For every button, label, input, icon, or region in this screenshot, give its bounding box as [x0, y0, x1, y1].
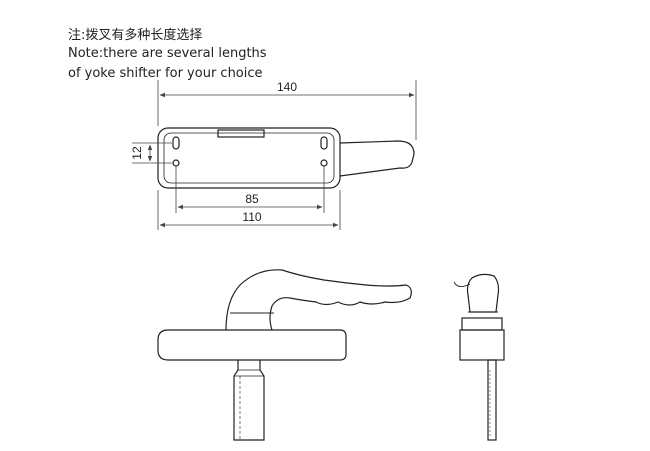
dimension-110	[157, 190, 341, 230]
top-view-base-plate	[157, 127, 341, 189]
note-english-line-2: of yoke shifter for your choice	[68, 66, 263, 81]
dimension-12	[132, 142, 172, 164]
dimension-label-140: 140	[277, 80, 297, 94]
end-view-base-upper	[461, 317, 503, 331]
end-view-shaft	[487, 359, 497, 441]
note-chinese: 注:拨叉有多种长度选择	[68, 28, 203, 43]
end-view-base-lower	[459, 329, 505, 361]
note-english-line-1: Note:there are several lengths	[68, 46, 267, 61]
side-view-base-plate	[157, 329, 347, 361]
top-view-left-slot-hole	[172, 136, 180, 150]
side-view	[157, 269, 412, 441]
top-view-right-round-hole	[320, 159, 328, 167]
side-view-handle-lever	[225, 269, 412, 331]
end-view-knob	[466, 273, 500, 313]
dimension-140	[157, 80, 417, 140]
top-view-right-slot-hole	[320, 136, 328, 150]
dimension-label-85: 85	[245, 192, 259, 206]
top-view-center-slot	[217, 129, 265, 138]
end-view	[453, 273, 505, 441]
dimension-label-12: 12	[130, 146, 144, 160]
top-view-left-round-hole	[172, 159, 180, 167]
dimension-label-110: 110	[242, 210, 261, 224]
top-view	[157, 127, 415, 189]
dimension-85	[175, 166, 325, 213]
side-view-shaft	[233, 360, 265, 441]
end-view-lever-edge	[453, 281, 471, 287]
top-view-handle-lever	[339, 140, 415, 177]
top-view-base-inner-edge	[163, 132, 335, 184]
